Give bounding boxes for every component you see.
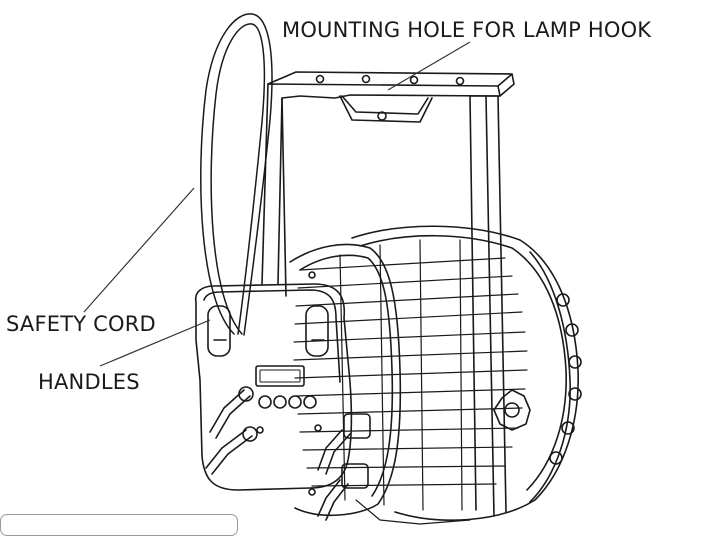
leader-handles: [99, 319, 211, 367]
up-button: [273, 395, 287, 409]
left-handle: [207, 305, 231, 357]
power-connectors: [317, 413, 371, 521]
menu-button: [258, 395, 272, 409]
left-cables: [205, 386, 258, 475]
safety-cord: [200, 13, 273, 336]
mounting-bracket: [261, 71, 515, 517]
tilt-knob: [493, 389, 531, 431]
control-panel: [255, 365, 322, 434]
leader-safety-cord: [83, 187, 195, 313]
handles-label: HANDLES: [38, 370, 140, 394]
enter-button: [303, 395, 317, 409]
rear-housing: [351, 225, 582, 521]
mounting-hole-label: MOUNTING HOLE FOR LAMP HOOK: [282, 18, 652, 42]
front-body: [289, 243, 402, 517]
base-edge: [355, 499, 471, 525]
connector-top: [343, 413, 371, 439]
rear-knobs: [549, 293, 582, 465]
front-plate: [194, 283, 353, 491]
connector-bottom: [341, 463, 369, 489]
bottom-frame: [0, 514, 238, 536]
right-handle: [305, 305, 329, 357]
safety-cord-label: SAFETY CORD: [6, 312, 156, 336]
down-button: [288, 395, 302, 409]
leader-mounting-hole: [387, 41, 471, 91]
lcd-display: [255, 365, 305, 387]
cooling-fins: [293, 239, 528, 511]
